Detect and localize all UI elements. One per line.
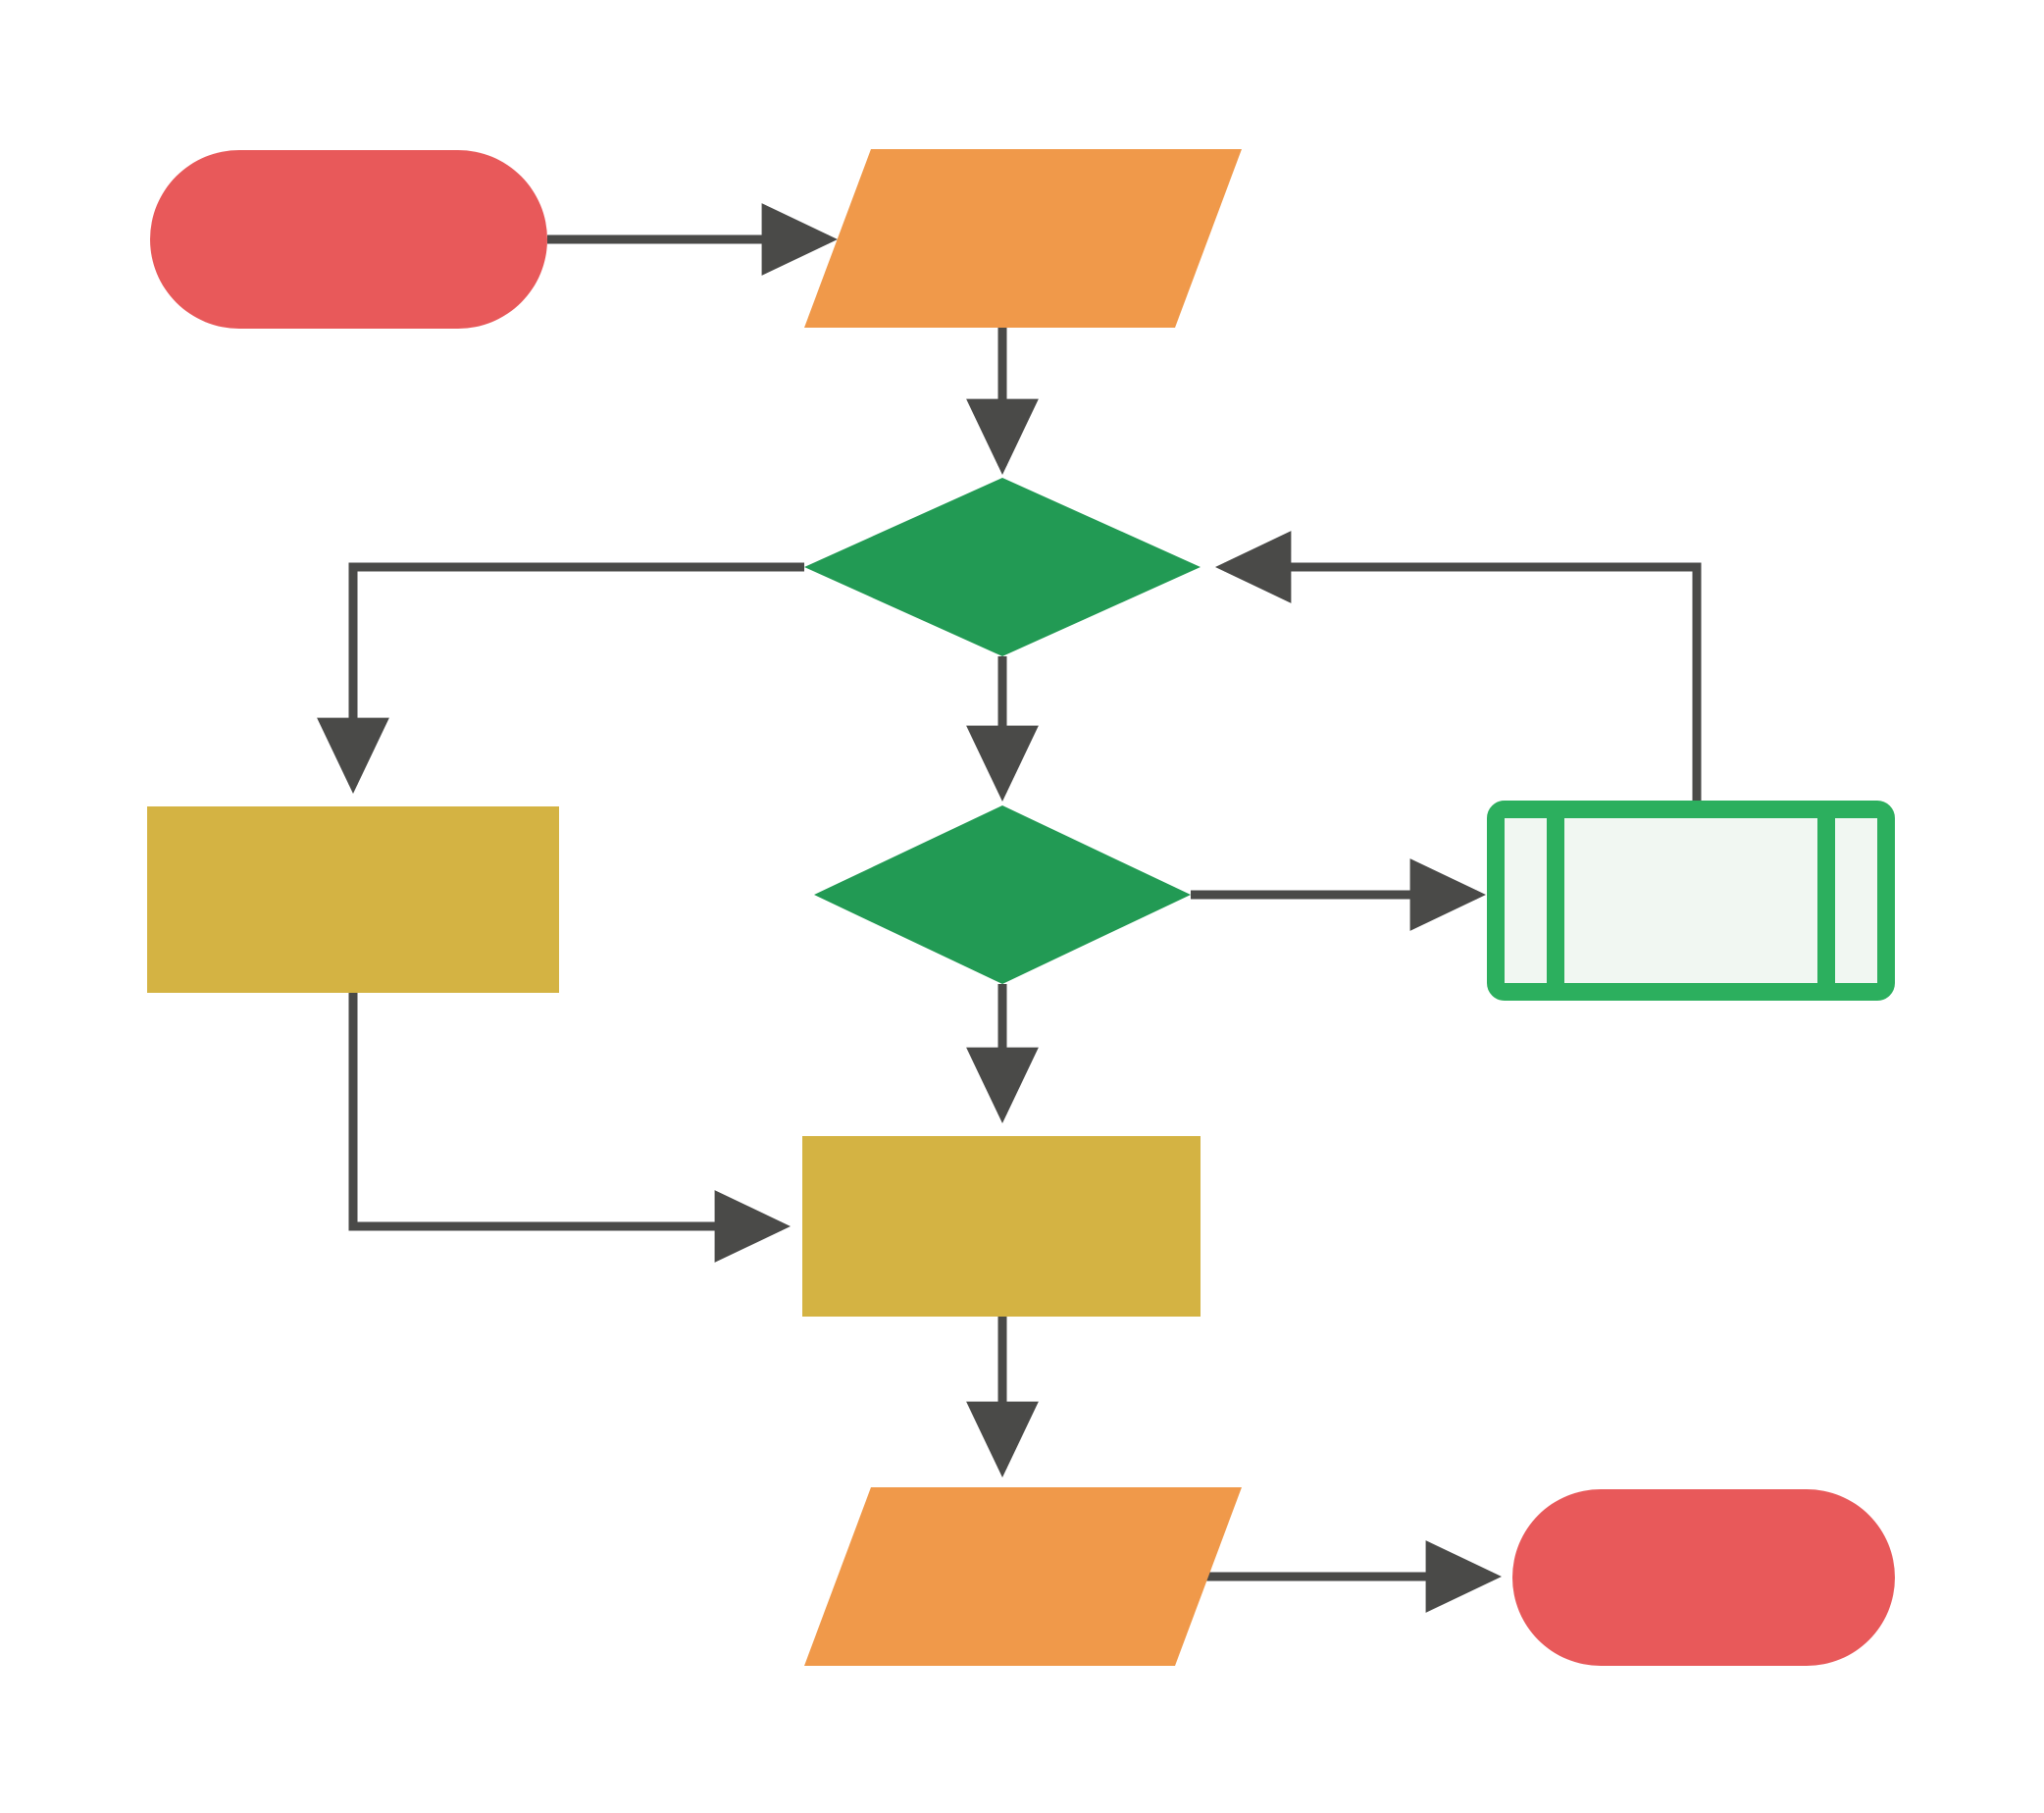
decision-secondary-shape[interactable]: [814, 805, 1191, 984]
decision-primary-shape[interactable]: [804, 478, 1201, 656]
edge-decision-primary-to-process-left: [317, 562, 804, 795]
node-decision-primary[interactable]: [804, 478, 1201, 656]
node-decision-secondary[interactable]: [814, 805, 1191, 984]
node-end[interactable]: [1512, 1489, 1895, 1666]
end-terminator-shape[interactable]: [1512, 1489, 1895, 1666]
edge-process-left-to-process-center: [348, 993, 792, 1263]
node-start[interactable]: [150, 150, 547, 329]
node-process-center[interactable]: [802, 1136, 1201, 1317]
input-parallelogram-shape[interactable]: [804, 149, 1242, 328]
node-process-left[interactable]: [147, 806, 559, 993]
node-input-top[interactable]: [804, 149, 1242, 328]
node-subroutine-right[interactable]: [1487, 801, 1895, 1001]
output-parallelogram-shape[interactable]: [804, 1487, 1242, 1666]
process-center-shape[interactable]: [802, 1136, 1201, 1317]
start-terminator-shape[interactable]: [150, 150, 547, 329]
process-left-shape[interactable]: [147, 806, 559, 993]
edge-subroutine-to-decision-primary-feedback: [1214, 531, 1702, 809]
node-output-bottom[interactable]: [804, 1487, 1242, 1666]
edge-layer: [317, 203, 1702, 1613]
subroutine-outer-shape[interactable]: [1487, 801, 1895, 1001]
node-layer: [147, 149, 1895, 1666]
